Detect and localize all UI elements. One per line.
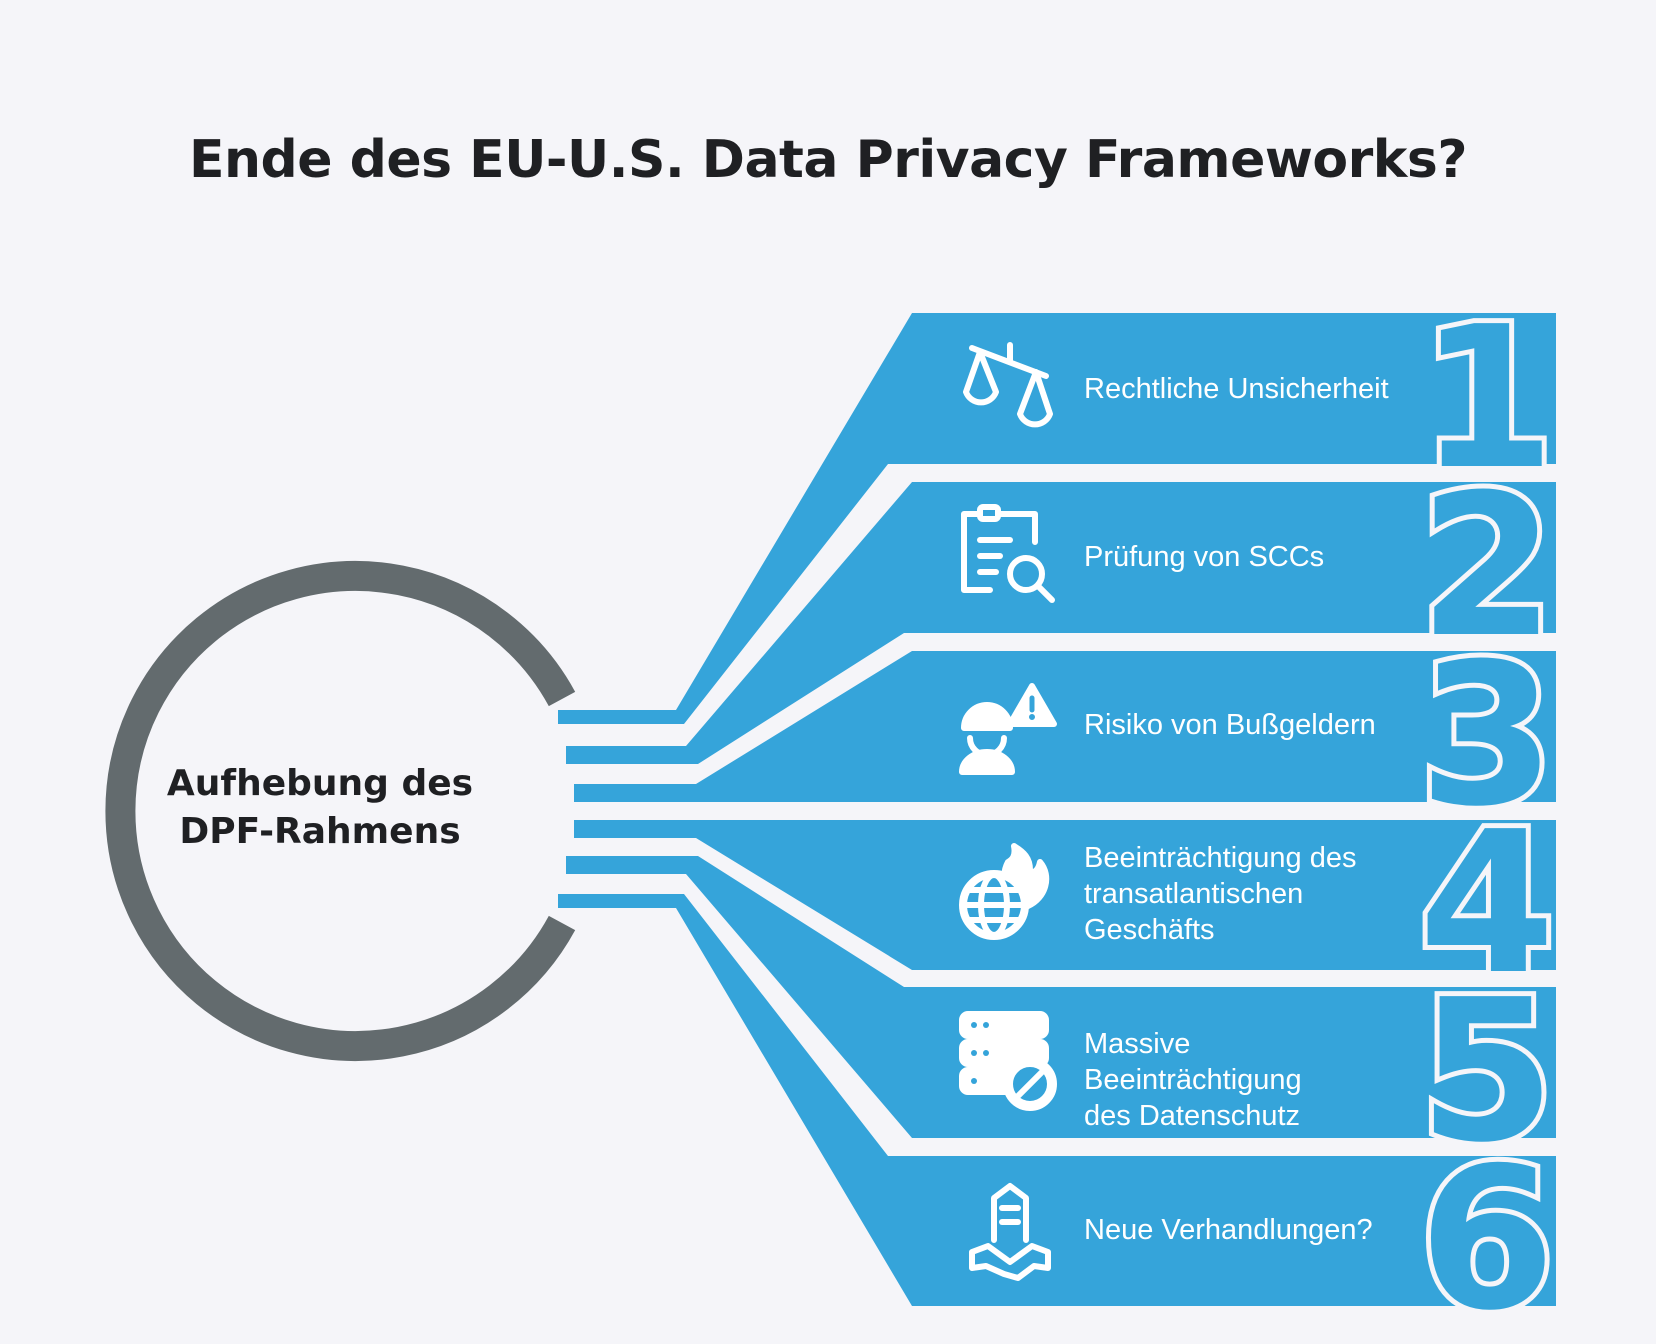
worker-warning-icon (959, 683, 1057, 775)
step-label-5: Massive Beeinträchtigung des Datenschutz (1084, 1028, 1302, 1132)
band-group (558, 313, 1556, 1306)
step-number-3: 3 (1419, 622, 1555, 850)
building-handshake-icon (969, 1183, 1051, 1281)
band-5 (566, 856, 1556, 1138)
scales-icon (963, 342, 1053, 428)
page-title: Ende des EU-U.S. Data Privacy Frameworks… (189, 130, 1467, 190)
step-1: Rechtliche Unsicherheit (1084, 371, 1414, 407)
center-ring (105, 561, 576, 1061)
step-2: Prüfung von SCCs (1084, 539, 1414, 575)
step-number-4: 4 (1419, 790, 1555, 1018)
step-4: Beeinträchtigung des transatlantischen G… (1084, 840, 1414, 948)
step-label-6: Neue Verhandlungen? (1084, 1214, 1373, 1246)
step-label-2: Prüfung von SCCs (1084, 541, 1325, 573)
step-number-1: 1 (1419, 285, 1555, 513)
globe-fire-icon (959, 843, 1050, 940)
step-label-3: Risiko von Bußgeldern (1084, 709, 1376, 741)
band-1 (558, 313, 1556, 724)
clipboard-search-icon (961, 504, 1055, 603)
step-6: Neue Verhandlungen? (1084, 1212, 1414, 1248)
band-4 (574, 820, 1556, 970)
center-label-text: Aufhebung des DPF-Rahmens (166, 763, 474, 852)
server-blocked-icon (959, 1011, 1057, 1111)
step-number-2: 2 (1419, 453, 1555, 681)
step-label-4: Beeinträchtigung des transatlantischen G… (1084, 842, 1357, 946)
step-3: Risiko von Bußgeldern (1084, 707, 1414, 743)
step-number-5: 5 (1419, 958, 1555, 1186)
step-number-6: 6 (1419, 1126, 1555, 1344)
band-2 (566, 482, 1556, 764)
center-label: Aufhebung des DPF-Rahmens (130, 760, 510, 856)
band-6 (558, 894, 1556, 1306)
step-label-1: Rechtliche Unsicherheit (1084, 373, 1389, 405)
band-3 (574, 651, 1556, 802)
step-5: Massive Beeinträchtigung des Datenschutz (1084, 1026, 1414, 1134)
